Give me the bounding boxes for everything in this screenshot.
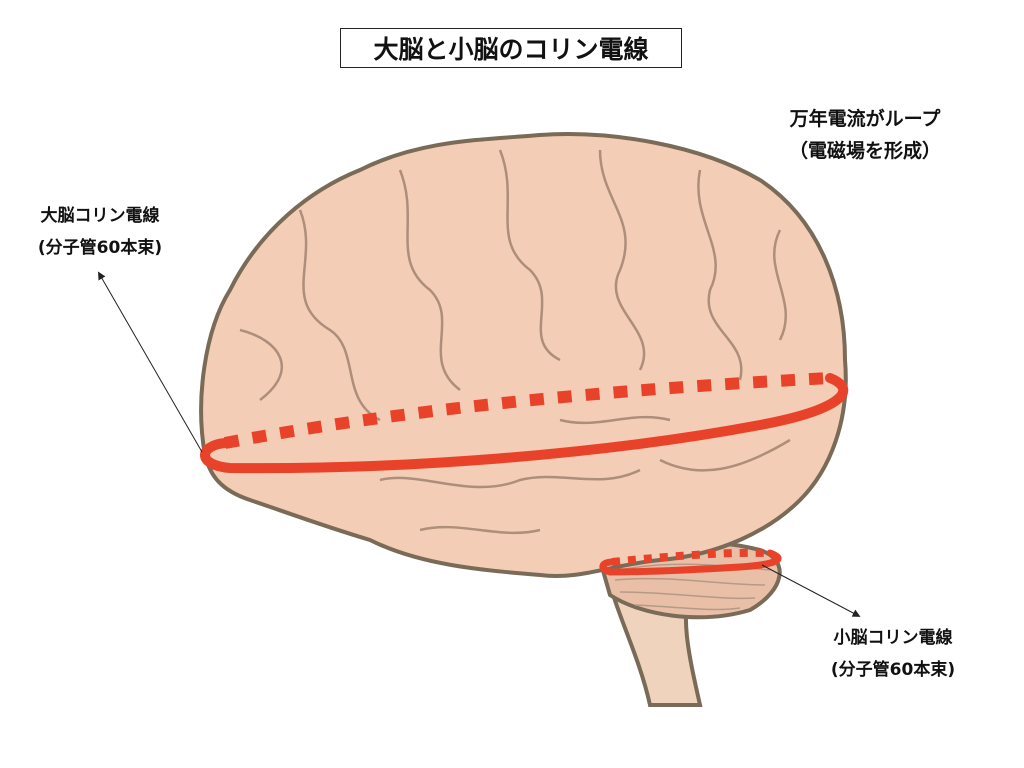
cerebellum-wire-back	[611, 548, 771, 566]
cerebrum-pointer-arrow	[98, 271, 203, 453]
cerebrum-wire-back	[223, 372, 831, 449]
cerebrum-wire-front	[200, 373, 848, 474]
page-title: 大脳と小脳のコリン電線	[340, 28, 682, 68]
cerebellum-label-line2: (分子管60本束)	[830, 660, 956, 680]
cerebellum-label-line1: 小脳コリン電線	[833, 628, 953, 648]
loop-note: 万年電流がループ （電磁場を形成）	[760, 103, 970, 167]
loop-note-line1: 万年電流がループ	[789, 108, 941, 130]
cerebrum-label-line2: (分子管60本束)	[37, 238, 163, 258]
cerebrum	[199, 132, 848, 578]
cerebellum-pointer-arrow	[761, 564, 861, 617]
loop-note-line2: （電磁場を形成）	[788, 140, 941, 162]
cerebrum-label-line1: 大脳コリン電線	[40, 206, 160, 226]
cerebellum-wire-front	[599, 549, 782, 576]
cerebrum-wire-label: 大脳コリン電線 (分子管60本束)	[15, 200, 185, 264]
cerebellum-wire-label: 小脳コリン電線 (分子管60本束)	[808, 622, 978, 686]
